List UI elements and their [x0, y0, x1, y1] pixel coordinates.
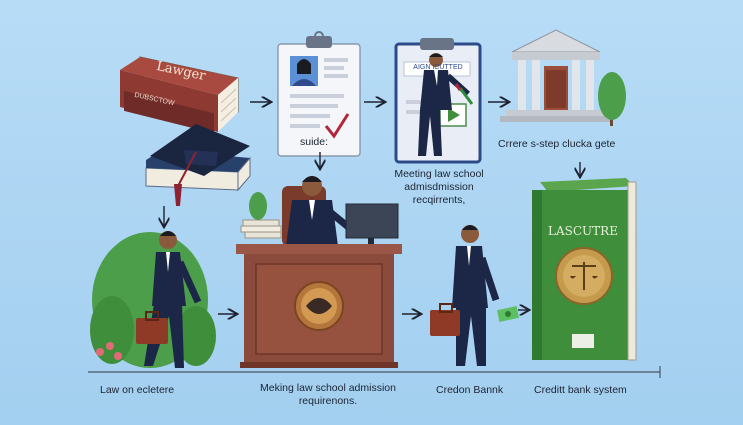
flow-arrows [164, 102, 580, 314]
lawyer-book-icon [120, 56, 239, 134]
caption-meeting: Meeting law school admisdmission recqirr… [394, 168, 484, 206]
walking-man-icon [136, 231, 202, 368]
presenter-clipboard-icon [394, 38, 482, 164]
caption-credit: Creditt bank system [534, 384, 627, 396]
green-book-title: LASCUTRE [548, 224, 618, 238]
caption-making: Meking law school admission requirenons. [260, 382, 396, 407]
caption-guide: suide: [300, 136, 329, 148]
caption-steps: Crrere s-step clucka gete [498, 138, 616, 150]
clipboard-badge: AIGN ICUTTED [413, 64, 463, 71]
caption-law: Law on ecletere [100, 384, 175, 396]
tree-icon [598, 72, 626, 126]
caption-credon: Credon Bannk [436, 384, 504, 396]
judge-desk-icon [236, 176, 402, 368]
resume-clipboard-icon [277, 31, 361, 157]
courthouse-icon [500, 29, 612, 122]
graduation-book-icon [145, 124, 251, 206]
green-book-icon [532, 178, 637, 361]
banker-man-icon [430, 225, 520, 366]
